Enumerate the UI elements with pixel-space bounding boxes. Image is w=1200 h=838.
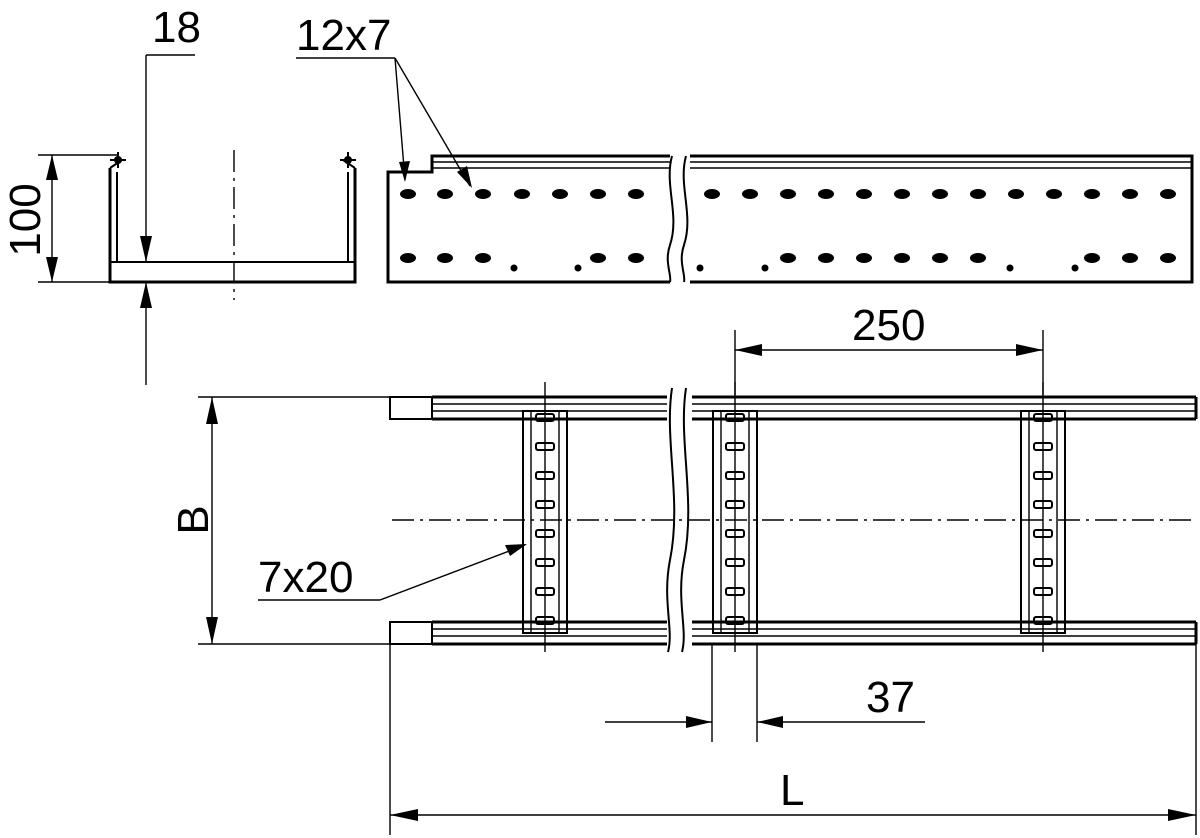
slot (535, 442, 555, 451)
hole (437, 253, 453, 263)
rung (712, 382, 758, 652)
hole (1122, 253, 1138, 263)
hole (1084, 189, 1100, 199)
slot (1033, 500, 1053, 509)
hole (437, 189, 453, 199)
slot (725, 442, 745, 451)
slot (535, 500, 555, 509)
hole (628, 253, 644, 263)
slot (535, 529, 555, 538)
width-dimension: B (169, 396, 390, 645)
lip-marker-right (340, 152, 356, 168)
hole (590, 253, 606, 263)
hole (1160, 253, 1176, 263)
cross-section-view: 100 18 (1, 3, 357, 385)
hole (628, 189, 644, 199)
hole (475, 189, 491, 199)
height-dimension: 100 (1, 154, 118, 283)
hole (552, 189, 568, 199)
slot-label: 7x20 (258, 553, 353, 602)
slot (535, 471, 555, 480)
hole (742, 189, 758, 199)
hole-label: 12x7 (296, 11, 391, 60)
rungs (522, 382, 1066, 652)
hole (1084, 253, 1100, 263)
slot (725, 413, 745, 422)
slot (1033, 471, 1053, 480)
slot-leader: 7x20 (258, 544, 527, 602)
hole (970, 253, 986, 263)
hole (400, 189, 416, 199)
rung (522, 382, 568, 652)
hole (1122, 189, 1138, 199)
slot (535, 413, 555, 422)
hole (704, 189, 720, 199)
slot (725, 616, 745, 625)
slot (725, 500, 745, 509)
hole (932, 189, 948, 199)
slot (1033, 587, 1053, 596)
hole (1160, 189, 1176, 199)
flange-dimension: 18 (140, 3, 201, 385)
hole-dot (761, 264, 769, 272)
slot (1033, 558, 1053, 567)
width-label: B (169, 505, 218, 534)
hole (780, 189, 796, 199)
hole (590, 189, 606, 199)
slot (725, 558, 745, 567)
slot (535, 587, 555, 596)
hole (818, 253, 834, 263)
hole (400, 253, 416, 263)
slot (1033, 529, 1053, 538)
hole-dot (1006, 264, 1014, 272)
slot (725, 471, 745, 480)
slot (725, 587, 745, 596)
hole-dot (1071, 264, 1079, 272)
rung-pitch-dimension: 250 (734, 301, 1044, 395)
hole (780, 253, 796, 263)
hole (856, 253, 872, 263)
height-label: 100 (1, 183, 50, 256)
flange-label: 18 (152, 3, 201, 52)
hole (1046, 189, 1062, 199)
hole (856, 189, 872, 199)
hole (818, 189, 834, 199)
hole-row-upper (400, 189, 1176, 199)
rung-pitch-label: 250 (852, 301, 925, 350)
hole-dot (574, 264, 582, 272)
hole (894, 189, 910, 199)
slot (1033, 616, 1053, 625)
plan-view: B 7x20 250 37 (169, 301, 1198, 835)
slot (725, 529, 745, 538)
rung-width-label: 37 (866, 673, 915, 722)
hole-dot (696, 264, 704, 272)
slot (535, 616, 555, 625)
length-dimension: L (389, 644, 1197, 835)
rung (1020, 382, 1066, 652)
side-view: 12x7 (296, 11, 1194, 284)
hole (894, 253, 910, 263)
hole (932, 253, 948, 263)
hole (1008, 189, 1024, 199)
slot (535, 558, 555, 567)
slot (1033, 442, 1053, 451)
length-label: L (780, 766, 804, 815)
hole-dot (510, 264, 518, 272)
hole (475, 253, 491, 263)
hole-leader: 12x7 (296, 11, 472, 188)
hole (970, 189, 986, 199)
hole (514, 189, 530, 199)
rung-width-dimension: 37 (605, 644, 925, 742)
slot (1033, 413, 1053, 422)
hole-row-lower (400, 253, 1176, 272)
